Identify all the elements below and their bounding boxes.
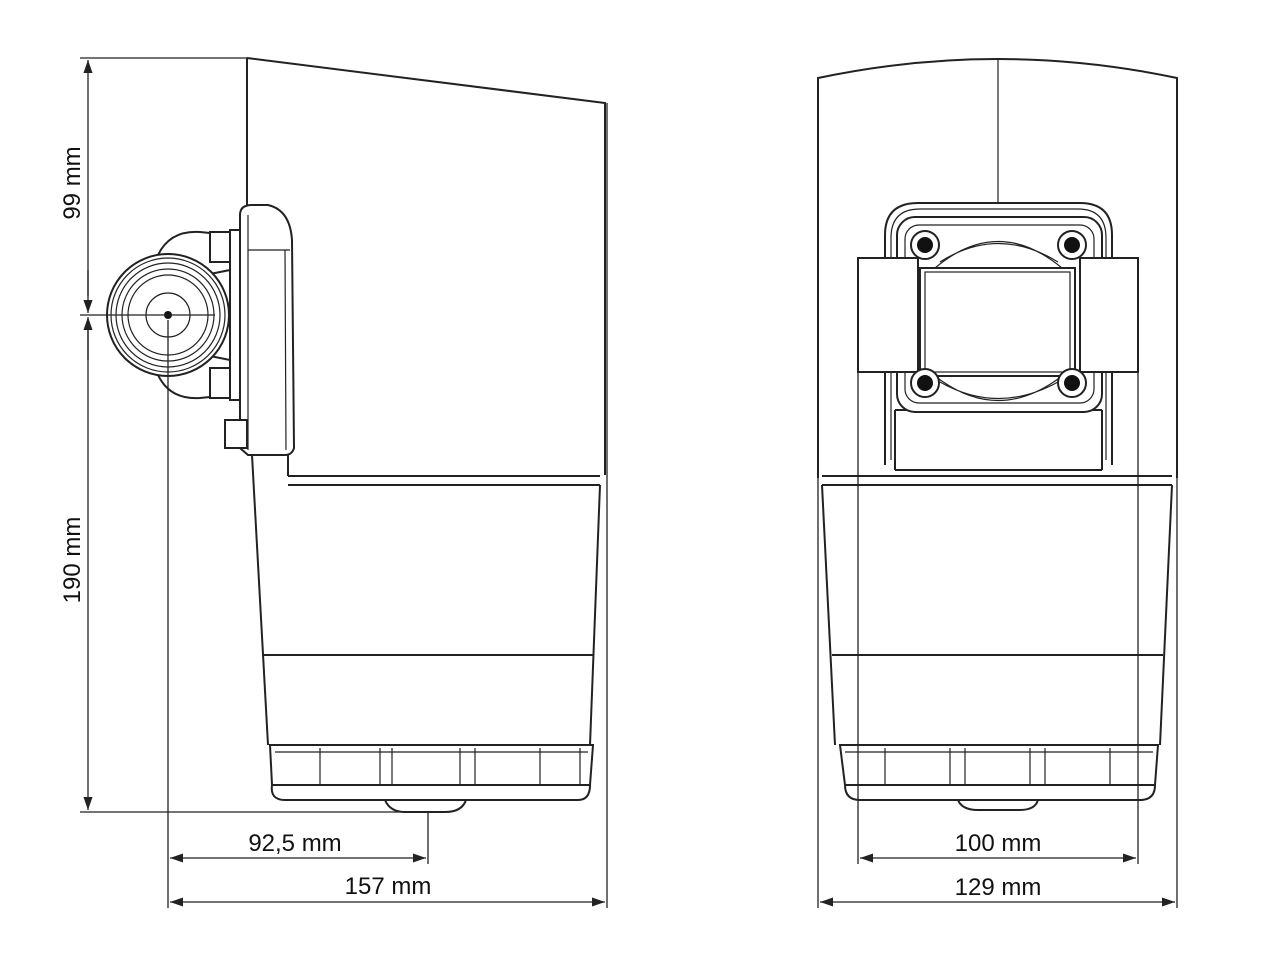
lower-housing	[251, 454, 601, 746]
dim-bracket-width-label: 100 mm	[955, 830, 1042, 857]
dim-lower-height-label: 190 mm	[59, 517, 86, 604]
front-dimensions: 100 mm 129 mm	[817, 372, 1178, 908]
dim-width-label: 129 mm	[955, 874, 1042, 901]
side-ear-left	[857, 257, 919, 373]
front-view	[817, 58, 1178, 811]
dim-pipe-offset-label: 92,5 mm	[248, 830, 341, 857]
screw	[910, 368, 940, 398]
side-view	[106, 57, 606, 813]
base-ring	[268, 744, 595, 813]
base-ring	[838, 744, 1160, 811]
dim-depth-label: 157 mm	[345, 873, 432, 900]
dim-upper-height-label: 99 mm	[59, 146, 86, 219]
upper-housing	[246, 57, 606, 486]
side-dimensions: 99 mm 190 mm 92,5 mm 157 mm	[59, 57, 608, 908]
lower-housing	[821, 484, 1173, 746]
side-ear-right	[1079, 257, 1139, 373]
screw	[1057, 230, 1087, 260]
mounting-bracket	[857, 202, 1139, 471]
screw	[1057, 368, 1087, 398]
screw	[910, 230, 940, 260]
upper-housing	[817, 58, 1178, 486]
wall-bracket	[224, 204, 296, 456]
